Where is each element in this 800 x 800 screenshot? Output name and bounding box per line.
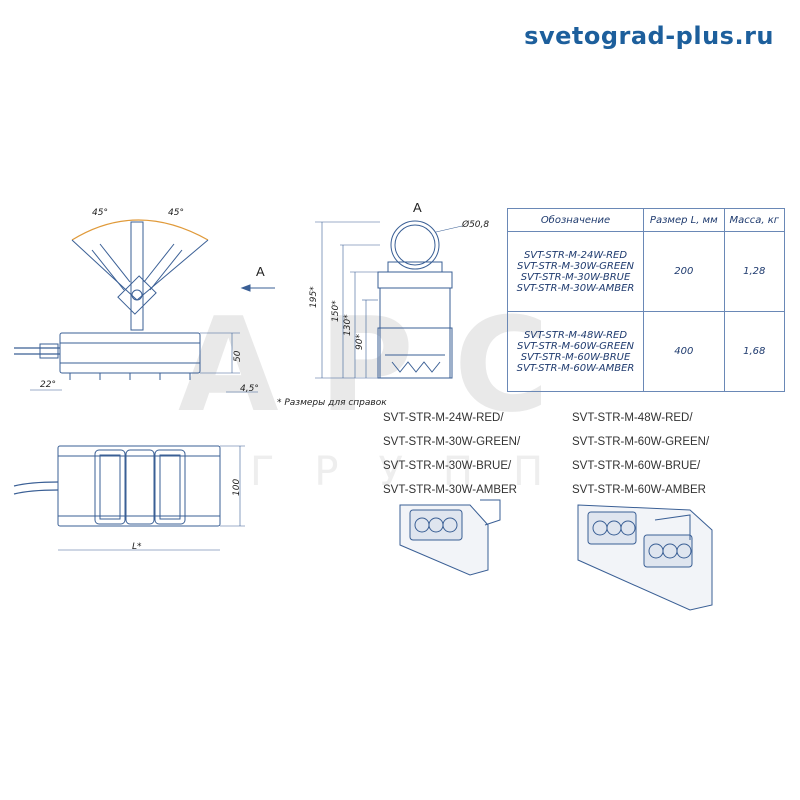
- view-label-top: А: [413, 200, 422, 215]
- dim-90: 90*: [355, 334, 365, 350]
- watermark-logo: АРС: [178, 289, 590, 441]
- front-view: [315, 220, 463, 379]
- lamp-body-plan: [13, 445, 245, 551]
- size-cell: 400: [643, 311, 725, 392]
- models-right-caption: SVT-STR-M-48W-RED/ SVT-STR-M-60W-GREEN/ …: [572, 406, 709, 502]
- model-line: SVT-STR-M-24W-RED/: [383, 412, 504, 424]
- header-mass: Масса, кг: [723, 208, 786, 232]
- watermark-subtitle: ГРУПП: [250, 449, 584, 495]
- model-line: SVT-STR-M-30W-BRUE/: [383, 460, 512, 472]
- dim-22: 22°: [40, 380, 56, 390]
- model-list-cell: SVT-STR-M-48W-RED SVT-STR-M-60W-GREEN SV…: [506, 311, 645, 392]
- mass-cell: 1,68: [723, 311, 786, 392]
- model-name: SVT-STR-M-30W-GREEN: [517, 260, 634, 272]
- dim-150: 150*: [331, 300, 341, 322]
- model-name: SVT-STR-M-60W-BRUE: [520, 351, 631, 363]
- angle-left-label: 45°: [92, 208, 108, 218]
- model-line: SVT-STR-M-48W-RED/: [572, 412, 693, 424]
- dim-L: L*: [132, 542, 142, 552]
- model-name: SVT-STR-M-30W-BRUE: [520, 271, 631, 283]
- site-url[interactable]: svetograd-plus.ru: [524, 22, 774, 50]
- spec-table: Обозначение Размер L, мм Масса, кг SVT-S…: [506, 208, 786, 392]
- header-size: Размер L, мм: [643, 208, 725, 232]
- luminaire-large-3d: [577, 504, 713, 611]
- table-row: SVT-STR-M-48W-RED SVT-STR-M-60W-GREEN SV…: [506, 311, 786, 392]
- model-name: SVT-STR-M-48W-RED: [523, 329, 628, 341]
- model-line: SVT-STR-M-30W-GREEN/: [383, 436, 521, 448]
- header-designation: Обозначение: [506, 208, 645, 232]
- dim-diameter: Ø50,8: [462, 220, 490, 230]
- mass-cell: 1,28: [723, 231, 786, 312]
- model-line: SVT-STR-M-60W-BRUE/: [572, 460, 701, 472]
- lamp-body-side: [14, 332, 258, 393]
- table-row: SVT-STR-M-24W-RED SVT-STR-M-30W-GREEN SV…: [506, 231, 786, 312]
- dim-4-5: 4,5°: [240, 384, 259, 394]
- model-list-cell: SVT-STR-M-24W-RED SVT-STR-M-30W-GREEN SV…: [506, 231, 645, 312]
- dim-100: 100: [232, 478, 242, 496]
- bracket-fan: [71, 219, 209, 331]
- dim-50: 50: [233, 350, 243, 362]
- model-line: SVT-STR-M-30W-AMBER: [383, 484, 517, 496]
- table-header-row: Обозначение Размер L, мм Масса, кг: [506, 208, 786, 232]
- model-name: SVT-STR-M-24W-RED: [523, 249, 628, 261]
- model-name: SVT-STR-M-30W-AMBER: [516, 282, 635, 294]
- reference-note: * Размеры для справок: [277, 398, 387, 408]
- dim-195: 195*: [309, 286, 319, 308]
- luminaire-small-3d: [399, 499, 501, 576]
- angle-right-label: 45°: [168, 208, 184, 218]
- model-name: SVT-STR-M-60W-GREEN: [517, 340, 634, 352]
- model-name: SVT-STR-M-60W-AMBER: [516, 362, 635, 374]
- model-line: SVT-STR-M-60W-AMBER: [572, 484, 706, 496]
- view-label-side: А: [256, 264, 265, 279]
- models-left-caption: SVT-STR-M-24W-RED/ SVT-STR-M-30W-GREEN/ …: [383, 406, 520, 502]
- size-cell: 200: [643, 231, 725, 312]
- model-line: SVT-STR-M-60W-GREEN/: [572, 436, 710, 448]
- dim-130: 130*: [343, 314, 353, 336]
